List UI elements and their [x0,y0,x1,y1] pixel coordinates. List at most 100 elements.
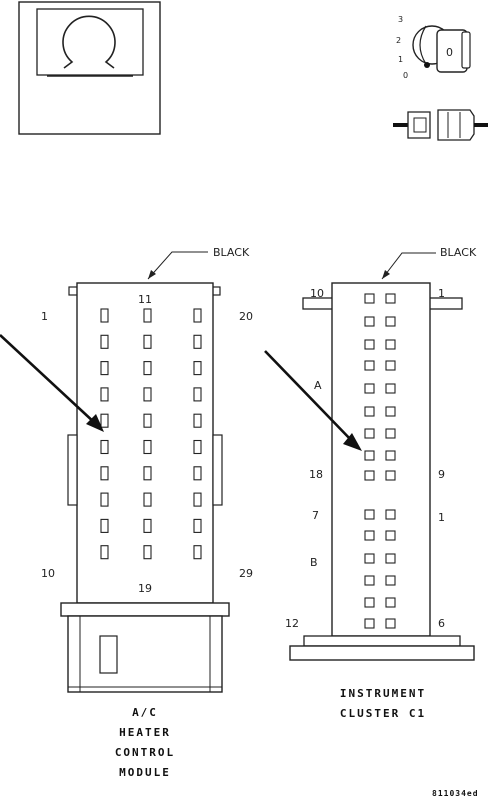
pin-cavity [364,509,375,520]
pin-cavity [100,361,109,376]
left-pin-label-1: 1 [41,310,48,323]
pin-cavity [364,553,375,564]
ignition-key-icon: 3 2 1 0 0 [396,15,471,80]
connector-plug-icon [393,109,488,141]
pin-cavity [143,334,152,349]
pin-cavity [193,308,202,323]
right-pin-label-7: 7 [312,509,319,522]
pin-cavity [193,518,202,533]
right-pin-label-6: 6 [438,617,445,630]
pin-cavity [364,339,375,350]
right-section-label-b: B [310,556,318,569]
pin-cavity [385,597,396,608]
right-pin-label-9: 9 [438,468,445,481]
pin-cavity [364,293,375,304]
key-position-0: 0 [403,71,408,80]
pin-cavity [193,439,202,455]
pin-cavity [385,383,396,394]
key-position-1: 1 [398,55,403,64]
omega-icon [62,15,116,69]
left-pin-label-20: 20 [239,310,253,323]
pin-cavity [385,406,396,417]
pin-cavity [193,545,202,560]
pin-cavity [385,618,396,629]
pin-cavity [364,450,375,461]
right-pin-label-10: 10 [310,287,324,300]
pin-cavity [364,530,375,541]
omega-symbol-box [18,1,161,135]
pin-cavity [364,383,375,394]
pin-cavity [143,492,152,507]
left-arrow-icon [86,414,104,432]
pin-cavity [364,428,375,439]
pin-cavity [385,428,396,439]
right-pin-label-12: 12 [285,617,299,630]
pin-cavity [385,470,396,481]
pin-cavity [100,466,109,481]
key-position-2: 2 [396,36,401,45]
pin-cavity [193,334,202,349]
left-pin-label-29: 29 [239,567,253,580]
pin-cavity [364,575,375,586]
left-color-label: BLACK [213,246,250,259]
pin-cavity [100,334,109,349]
right-pin-label-1-lower: 1 [438,511,445,524]
pin-cavity [385,360,396,371]
pin-cavity [193,466,202,481]
pin-cavity [100,413,109,428]
right-section-label-a: A [314,379,322,392]
right-pin-label-1-top: 1 [438,287,445,300]
pin-cavity [364,470,375,481]
pin-cavity [100,518,109,533]
pin-cavity [364,618,375,629]
left-pin-label-10: 10 [41,567,55,580]
pin-cavity [143,308,152,323]
pin-cavity [193,492,202,507]
pin-cavity [385,316,396,327]
pin-cavity [100,492,109,507]
right-caption-line-2: CLUSTER C1 [340,707,426,720]
right-pin-grid [364,293,396,629]
right-color-label: BLACK [440,246,477,259]
pin-cavity [193,413,202,428]
pin-cavity [143,387,152,402]
pin-cavity [143,518,152,533]
key-label: 0 [446,46,453,59]
pin-cavity [385,575,396,586]
pin-cavity [385,553,396,564]
pin-cavity [385,293,396,304]
pin-cavity [143,413,152,428]
left-pin-label-19: 19 [138,582,152,595]
left-caption-line-4: MODULE [119,766,171,779]
pin-cavity [364,597,375,608]
pin-cavity [193,387,202,402]
right-caption-line-1: INSTRUMENT [340,687,426,700]
figure-code: 811034ed [432,789,479,798]
left-caption-line-3: CONTROL [115,746,175,759]
pin-cavity [143,361,152,376]
right-arrow-icon [343,433,362,451]
left-connector: BLACK 1 11 20 10 19 29 A/C HEATER CONTRO… [0,246,253,779]
right-connector: BLACK 10 1 18 9 7 1 12 6 A B INSTRUMENT … [264,246,477,720]
right-pin-label-18: 18 [309,468,323,481]
pin-cavity [364,316,375,327]
left-pin-grid [100,308,202,560]
pin-cavity [143,439,152,455]
pin-cavity [143,466,152,481]
pin-cavity [364,406,375,417]
pin-cavity [385,530,396,541]
pin-cavity [100,387,109,402]
pin-cavity [385,509,396,520]
pin-cavity [100,439,109,455]
pin-cavity [143,545,152,560]
pin-cavity [385,339,396,350]
left-pin-label-11: 11 [138,293,152,306]
pin-cavity [193,361,202,376]
pin-cavity [385,450,396,461]
key-position-3: 3 [398,15,403,24]
pin-cavity [364,360,375,371]
left-caption-line-1: A/C [132,706,158,719]
pin-cavity [100,308,109,323]
pin-cavity [100,545,109,560]
